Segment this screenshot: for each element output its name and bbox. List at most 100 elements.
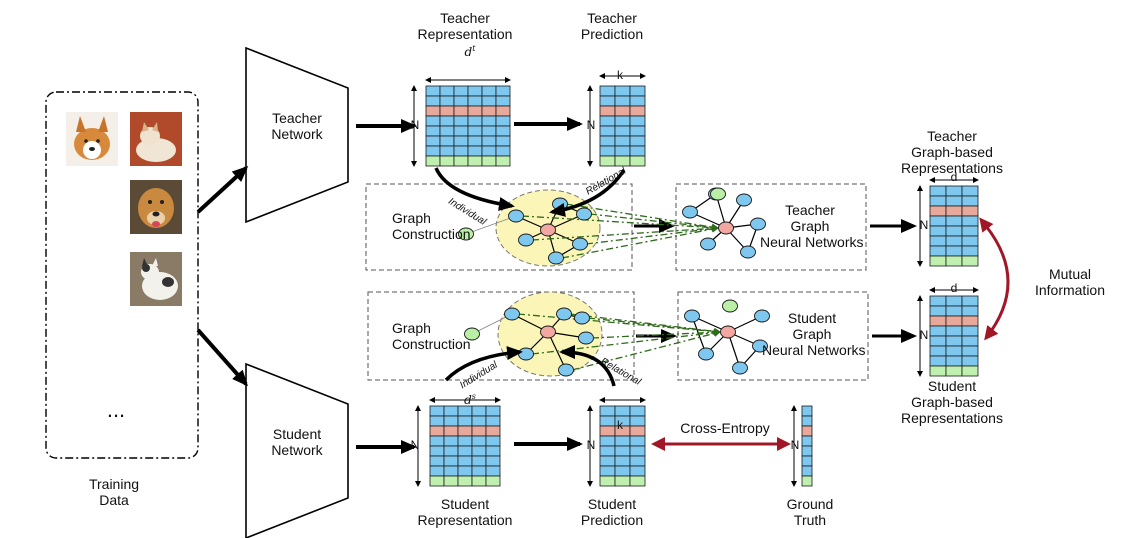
matrix-cell (961, 235, 979, 247)
matrix-cell (929, 195, 947, 207)
matrix-cell (629, 95, 646, 107)
matrix-cell (929, 255, 947, 267)
matrix-cell (485, 425, 501, 437)
teacher-relational-arrow (549, 169, 626, 217)
matrix-cell (471, 455, 487, 467)
student-repr-height-label: N (410, 438, 420, 452)
matrix-cell (471, 435, 487, 447)
matrix-cell (439, 145, 455, 157)
matrix-cell (453, 145, 469, 157)
matrix-cell (961, 335, 979, 347)
matrix-cell (614, 435, 631, 447)
arrow-data-to-teacher (196, 165, 249, 214)
matrix-cell (599, 155, 616, 167)
student-network-shape (245, 362, 349, 538)
matrix-cell (629, 455, 646, 467)
matrix-cell (457, 405, 473, 417)
teacher-gnn-center-node (718, 221, 734, 235)
teacher-construction-node (548, 251, 564, 265)
matrix-cell (945, 255, 963, 267)
teacher-graph-construction-box (365, 183, 633, 271)
matrix-cell (429, 445, 445, 457)
student-construction-node (518, 347, 534, 361)
student-correspondence-line (591, 328, 721, 339)
matrix-cell (467, 135, 483, 147)
matrix-cell (614, 405, 631, 417)
matrix-cell (945, 205, 963, 217)
matrix-cell (929, 235, 947, 247)
matrix-cell (485, 435, 501, 447)
matrix-cell (945, 245, 963, 257)
matrix-cell (443, 415, 459, 427)
student-repr-width-label: ds (464, 392, 476, 407)
student-gnn-node (752, 339, 768, 353)
teacher-correspondence-line (585, 225, 719, 245)
matrix-cell (495, 125, 511, 137)
student-gnn-extra-node (722, 299, 738, 313)
matrix-cell (961, 225, 979, 237)
teacher-gnn-node (750, 217, 766, 231)
matrix-cell (801, 405, 813, 417)
matrix-cell (929, 365, 947, 377)
matrix-cell (443, 435, 459, 447)
matrix-cell (495, 105, 511, 117)
teacher-pred-height-label: N (586, 118, 596, 132)
matrix-cell (481, 95, 497, 107)
matrix-cell (429, 435, 445, 447)
student-graph-repr-matrix (929, 295, 979, 377)
matrix-cell (485, 455, 501, 467)
matrix-cell (599, 125, 616, 137)
matrix-cell (929, 205, 947, 217)
teacher-graph-repr-matrix (929, 185, 979, 267)
teacher-correspondence-line (561, 225, 719, 259)
matrix-cell (439, 155, 455, 167)
matrix-cell (429, 465, 445, 477)
teacher-correspondence-line (521, 215, 719, 232)
matrix-cell (443, 425, 459, 437)
student-gnn-node (754, 309, 770, 323)
matrix-cell (457, 415, 473, 427)
matrix-cell (425, 85, 441, 97)
matrix-cell (471, 465, 487, 477)
student-prediction-matrix (599, 405, 646, 487)
matrix-cell (945, 365, 963, 377)
matrix-cell (457, 425, 473, 437)
ground-truth-vector (801, 405, 813, 487)
matrix-cell (457, 465, 473, 477)
matrix-cell (629, 125, 646, 137)
student-gnn-node (684, 309, 700, 323)
ground-truth-height-label: N (790, 438, 800, 452)
matrix-cell (629, 425, 646, 437)
matrix-cell (471, 415, 487, 427)
matrix-cell (961, 325, 979, 337)
matrix-cell (495, 115, 511, 127)
matrix-cell (801, 415, 813, 427)
dog-image (130, 180, 182, 234)
matrix-cell (961, 255, 979, 267)
matrix-cell (629, 115, 646, 127)
matrix-cell (929, 305, 947, 317)
matrix-cell (457, 435, 473, 447)
matrix-cell (429, 405, 445, 417)
matrix-cell (929, 225, 947, 237)
corgi-image (66, 112, 118, 166)
matrix-cell (929, 325, 947, 337)
matrix-cell (599, 405, 616, 417)
matrix-cell (453, 125, 469, 137)
matrix-cell (453, 85, 469, 97)
matrix-cell (945, 325, 963, 337)
teacher-outlier-edge (465, 215, 517, 235)
matrix-cell (629, 415, 646, 427)
matrix-cell (439, 135, 455, 147)
matrix-cell (599, 95, 616, 107)
matrix-cell (929, 335, 947, 347)
student-gnn-center-node (720, 325, 736, 339)
matrix-cell (961, 315, 979, 327)
